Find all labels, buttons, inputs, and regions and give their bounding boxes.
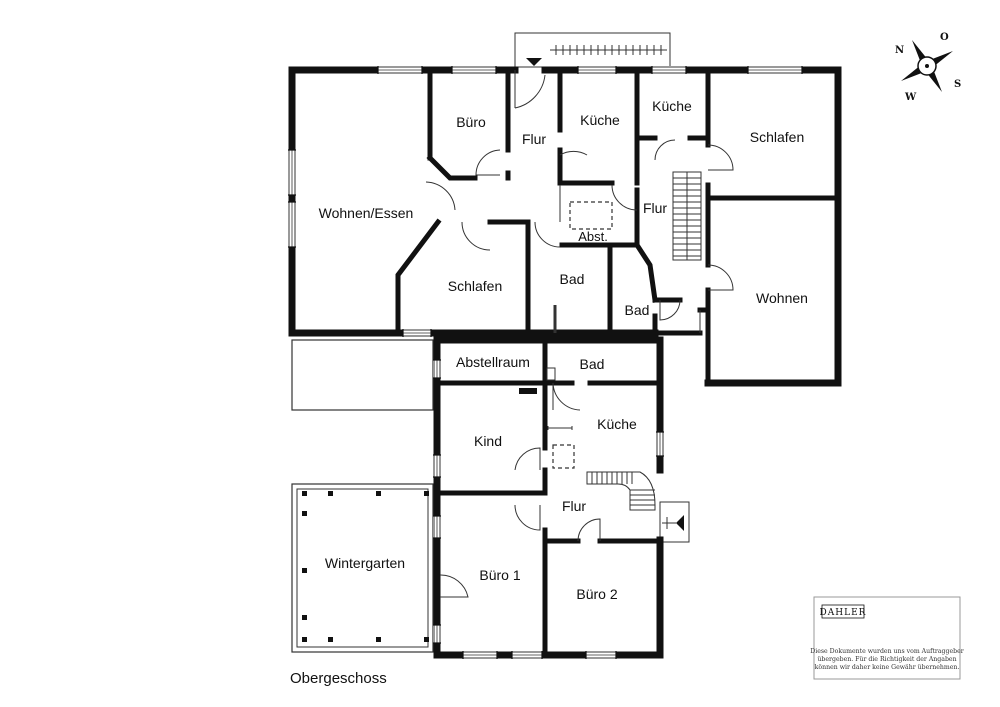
compass-s: S <box>954 79 961 90</box>
entrance-arrow-icon <box>526 58 542 66</box>
entrance-arrow-right-icon <box>676 515 684 531</box>
window-v-5 <box>433 624 441 644</box>
window-h-4 <box>747 66 803 74</box>
floor-title: Obergeschoss <box>290 670 387 687</box>
external-stair-top <box>514 32 671 68</box>
balcony-outline <box>291 339 434 411</box>
room-label-schlafen-mid: Schlafen <box>448 278 502 294</box>
room-label-buero: Büro <box>456 114 486 130</box>
room-label-schlafen-right: Schlafen <box>750 129 804 145</box>
room-labels: Wohnen/Essen Büro Flur Küche Küche Schla… <box>319 98 808 602</box>
window-h-7 <box>511 651 543 659</box>
disclaimer-line-3: können wir daher keine Gewähr übernehmen… <box>815 664 960 671</box>
room-label-wohnen-right: Wohnen <box>756 290 808 306</box>
window-h-5 <box>402 329 432 337</box>
internal-stair-upper <box>672 171 702 261</box>
room-label-abst: Abst. <box>578 229 608 244</box>
room-label-kind: Kind <box>474 433 502 449</box>
disclaimer-line-1: Diese Dokumente wurden uns vom Auftragge… <box>810 648 964 655</box>
window-h-3 <box>651 66 687 74</box>
compass-o: O <box>940 32 949 43</box>
room-label-buero-1: Büro 1 <box>479 567 520 583</box>
lower-dashed-box <box>552 444 575 469</box>
room-label-buero-2: Büro 2 <box>576 586 617 602</box>
window-v-1 <box>288 201 296 248</box>
wintergarten-structure <box>291 483 434 653</box>
door-swings <box>425 70 734 598</box>
room-label-abstellraum: Abstellraum <box>456 354 530 370</box>
abst-dashed-box <box>569 201 613 230</box>
balcony <box>291 339 434 411</box>
room-label-wintergarten: Wintergarten <box>325 555 405 571</box>
window-h-6 <box>462 651 498 659</box>
window-v-6 <box>656 431 664 457</box>
compass-n: N <box>895 45 904 56</box>
window-h-0 <box>377 66 423 74</box>
window-h-1 <box>451 66 497 74</box>
disclaimer-line-2: übergeben. Für die Richtigkeit der Angab… <box>817 656 956 663</box>
dahler-logo <box>821 604 865 619</box>
window-v-0 <box>288 149 296 196</box>
disclaimer-stamp: DAHLER Diese Dokumente wurden uns vom Au… <box>810 596 964 680</box>
room-label-kueche-top: Küche <box>580 112 620 128</box>
wall-lower-outline <box>433 336 664 659</box>
wintergarten-inner-outline <box>296 488 429 648</box>
room-label-flur-right: Flur <box>643 200 667 216</box>
window-h-2 <box>577 66 617 74</box>
compass-w: W <box>904 92 917 103</box>
window-h-8 <box>585 651 617 659</box>
windows <box>288 66 803 659</box>
external-entrance-right <box>659 501 690 543</box>
wintergarten-posts <box>302 491 429 642</box>
wintergarten-outline <box>291 483 434 653</box>
room-label-kueche-lower: Küche <box>597 416 637 432</box>
room-label-flur-lower: Flur <box>562 498 586 514</box>
window-v-4 <box>433 515 441 539</box>
room-label-wohnen-essen: Wohnen/Essen <box>319 205 414 221</box>
dashed-fixtures <box>552 201 613 469</box>
room-label-kueche-top-right: Küche <box>652 98 692 114</box>
internal-stair-lower <box>519 388 656 511</box>
dahler-logo-text: DAHLER <box>820 608 867 618</box>
wall-lower-north <box>433 336 664 474</box>
compass-icon: N O S W <box>895 32 961 103</box>
room-label-flur-top: Flur <box>522 131 546 147</box>
room-label-bad-lower: Bad <box>580 356 605 372</box>
room-label-bad-small: Bad <box>625 302 650 318</box>
room-label-bad-mid: Bad <box>560 271 585 287</box>
window-v-2 <box>433 359 441 379</box>
wall-upper-east <box>541 66 842 387</box>
window-v-3 <box>433 454 441 478</box>
